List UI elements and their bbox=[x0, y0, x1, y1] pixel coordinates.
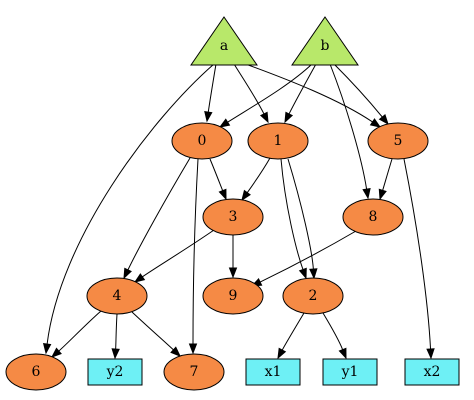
arrowhead-n0-to-n4 bbox=[123, 267, 132, 280]
arrowhead-n2-to-x1 bbox=[277, 347, 287, 360]
arrowhead-n0-to-n3 bbox=[218, 188, 227, 201]
edge-n4-to-n7 bbox=[131, 311, 174, 351]
arrowhead-n4-to-n7 bbox=[170, 346, 182, 357]
edge-a-to-n1 bbox=[233, 63, 265, 115]
node-6: 6 bbox=[5, 353, 67, 391]
node-2: 2 bbox=[282, 277, 344, 315]
node-0-ellipse-shape bbox=[171, 122, 233, 160]
node-3-label: 3 bbox=[229, 209, 238, 225]
arrowhead-n5-to-x2 bbox=[426, 348, 435, 360]
edge-a-to-n6 bbox=[46, 63, 215, 345]
node-y2-box-shape bbox=[87, 358, 143, 386]
node-1-label: 1 bbox=[274, 133, 283, 149]
node-0: 0 bbox=[171, 122, 233, 160]
edge-n5-to-n8 bbox=[382, 158, 393, 191]
node-5-label: 5 bbox=[394, 133, 403, 149]
edge-n5-to-x2 bbox=[403, 158, 432, 350]
node-x1: x1 bbox=[245, 358, 301, 386]
node-4-label: 4 bbox=[113, 288, 122, 304]
node-7: 7 bbox=[163, 353, 225, 391]
node-8-label: 8 bbox=[369, 209, 378, 225]
arrowhead-n1-to-n2 bbox=[309, 268, 318, 280]
node-x2-label: x2 bbox=[424, 364, 441, 380]
node-2-label: 2 bbox=[309, 288, 318, 304]
arrowhead-a-to-n6 bbox=[42, 343, 52, 355]
arrowhead-b-to-n8 bbox=[362, 187, 371, 200]
edge-b-to-n1 bbox=[288, 63, 317, 115]
edge-n4-to-y2 bbox=[115, 313, 118, 350]
node-b-label: b bbox=[321, 38, 330, 54]
node-y1: y1 bbox=[322, 358, 378, 386]
arrowhead-n3-to-n4 bbox=[133, 273, 146, 283]
edge-n1-to-n2 bbox=[280, 158, 304, 270]
arrowhead-a-to-n5 bbox=[369, 118, 382, 128]
edge-a-to-n0 bbox=[207, 63, 217, 113]
node-1: 1 bbox=[247, 122, 309, 160]
node-x1-box-shape bbox=[245, 358, 301, 386]
node-1-ellipse-shape bbox=[247, 122, 309, 160]
node-b-triangle-shape bbox=[291, 16, 359, 66]
edge-n4-to-n6 bbox=[58, 310, 102, 352]
arrowhead-b-to-n1 bbox=[284, 111, 294, 124]
node-y1-box-shape bbox=[322, 358, 378, 386]
edge-n2-to-y1 bbox=[322, 312, 344, 350]
node-8: 8 bbox=[342, 198, 404, 236]
node-y1-label: y1 bbox=[341, 364, 359, 380]
node-b: b bbox=[291, 16, 359, 66]
edge-b-to-n0 bbox=[227, 63, 313, 123]
node-9-ellipse-shape bbox=[202, 277, 264, 315]
arrowhead-n1-to-n3 bbox=[241, 189, 251, 202]
node-9: 9 bbox=[202, 277, 264, 315]
nodes-layer: a b 0 1 5 3 8 4 9 2 6 7 y2 x1 y1 x2 bbox=[5, 16, 460, 391]
node-8-ellipse-shape bbox=[342, 198, 404, 236]
arrowhead-n4-to-n6 bbox=[50, 347, 62, 358]
node-3-ellipse-shape bbox=[202, 198, 264, 236]
edge-n0-to-n7 bbox=[192, 158, 199, 345]
arrowhead-n2-to-y1 bbox=[338, 347, 347, 360]
arrowhead-b-to-n5 bbox=[378, 113, 389, 126]
arrowhead-a-to-n0 bbox=[204, 110, 213, 123]
arrowhead-n4-to-y2 bbox=[111, 348, 120, 360]
edge-b-to-n8 bbox=[329, 63, 368, 190]
node-9-label: 9 bbox=[229, 288, 238, 304]
node-6-ellipse-shape bbox=[5, 353, 67, 391]
node-4-ellipse-shape bbox=[86, 277, 148, 315]
edge-n1-to-n2 bbox=[287, 158, 314, 270]
node-7-label: 7 bbox=[190, 364, 199, 380]
node-4: 4 bbox=[86, 277, 148, 315]
node-3: 3 bbox=[202, 198, 264, 236]
arrowhead-b-to-n0 bbox=[218, 118, 231, 128]
edges-layer bbox=[42, 61, 435, 360]
edge-n0-to-n4 bbox=[127, 157, 191, 271]
arrowhead-n3-to-n9 bbox=[228, 267, 238, 279]
node-a-label: a bbox=[220, 38, 228, 54]
arrowhead-n1-to-n2 bbox=[298, 267, 307, 280]
node-a-triangle-shape bbox=[190, 16, 258, 66]
node-5: 5 bbox=[367, 122, 429, 160]
arrowhead-n0-to-n7 bbox=[188, 343, 198, 355]
edge-n1-to-n3 bbox=[246, 157, 271, 193]
edge-a-to-n5 bbox=[239, 61, 373, 123]
node-0-label: 0 bbox=[198, 133, 207, 149]
edge-b-to-n5 bbox=[333, 63, 383, 118]
node-x2-box-shape bbox=[404, 358, 460, 386]
node-5-ellipse-shape bbox=[367, 122, 429, 160]
node-7-ellipse-shape bbox=[163, 353, 225, 391]
node-x2: x2 bbox=[404, 358, 460, 386]
node-x1-label: x1 bbox=[265, 364, 282, 380]
node-6-label: 6 bbox=[32, 364, 41, 380]
edge-n0-to-n3 bbox=[209, 158, 224, 191]
arrowhead-a-to-n1 bbox=[259, 111, 269, 124]
edge-n3-to-n4 bbox=[142, 229, 215, 278]
node-2-ellipse-shape bbox=[282, 277, 344, 315]
node-y2-label: y2 bbox=[106, 364, 124, 380]
edge-n8-to-n9 bbox=[259, 230, 357, 283]
edge-n2-to-x1 bbox=[281, 312, 305, 351]
arrowhead-n5-to-n8 bbox=[378, 188, 387, 201]
node-a: a bbox=[190, 16, 258, 66]
node-y2: y2 bbox=[87, 358, 143, 386]
